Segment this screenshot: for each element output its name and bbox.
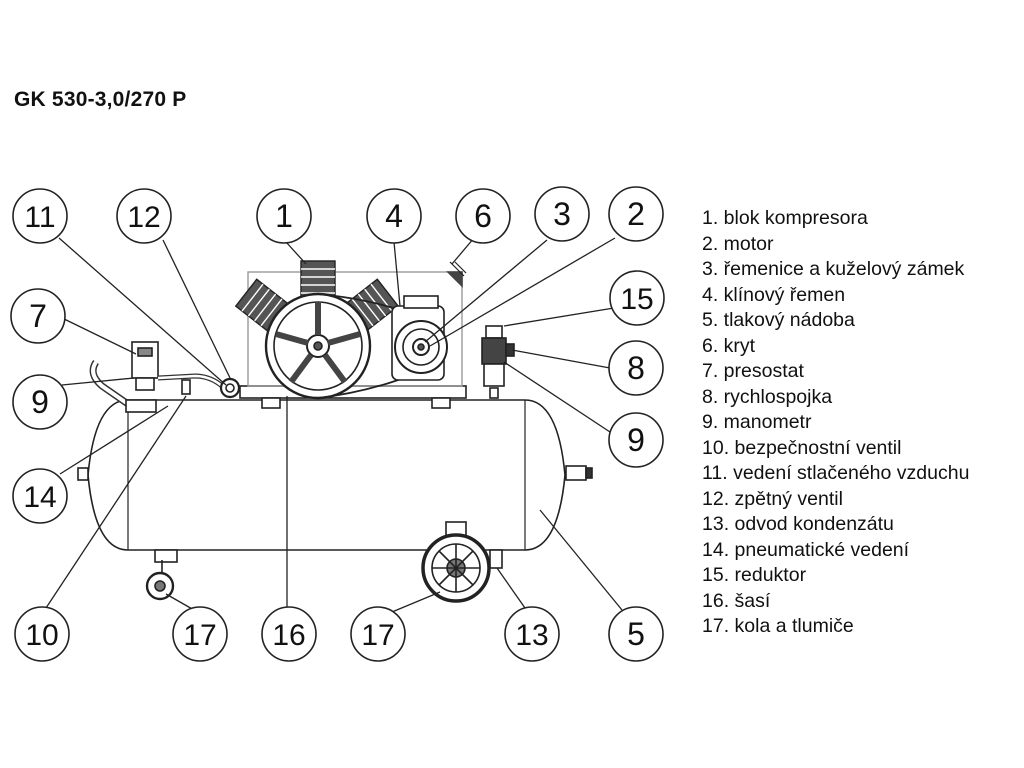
legend-item: 14. pneumatické vedení xyxy=(702,538,910,561)
callout-8: 8 xyxy=(608,340,664,396)
callout-7: 7 xyxy=(10,288,66,344)
callout-number: 15 xyxy=(620,283,653,316)
callout-number: 9 xyxy=(31,384,49,420)
legend-item: 15. reduktor xyxy=(702,564,807,586)
callout-circle xyxy=(366,188,422,244)
parts-legend: 1. blok kompresora 2. motor 3. řemenice a … xyxy=(702,206,969,640)
callout-circle xyxy=(12,468,68,524)
legend-item: 5. tlakový nádoba xyxy=(702,309,855,331)
callout-circle xyxy=(12,188,68,244)
callout-circle xyxy=(455,188,511,244)
callout-number: 10 xyxy=(25,619,58,652)
legend-item: 3. řemenice a kuželový zámek xyxy=(702,258,965,280)
caster-wheel xyxy=(145,560,175,601)
callout-number: 5 xyxy=(627,616,645,652)
callout-12: 12 xyxy=(116,188,172,244)
callout-17: 17 xyxy=(350,606,406,662)
callout-14: 14 xyxy=(12,468,68,524)
callout-circle xyxy=(12,374,68,430)
callout-number: 17 xyxy=(183,619,216,652)
cover-outline xyxy=(247,271,463,387)
callout-circle xyxy=(609,270,665,326)
legend-item: 6. kryt xyxy=(702,334,756,357)
callout-circle xyxy=(116,188,172,244)
electric-motor xyxy=(391,295,448,381)
legend-item: 11. vedení stlačeného vzduchu xyxy=(702,462,970,484)
callout-number: 16 xyxy=(272,619,305,652)
callout-number: 11 xyxy=(24,201,55,234)
callout-number: 14 xyxy=(23,481,56,514)
leader-lines xyxy=(45,237,623,613)
callout-number: 2 xyxy=(627,196,645,232)
large-wheel xyxy=(421,521,491,603)
callout-9: 9 xyxy=(12,374,68,430)
callout-4: 4 xyxy=(366,188,422,244)
callout-circle xyxy=(10,288,66,344)
pressure-reducer xyxy=(481,325,515,399)
callout-number: 7 xyxy=(29,298,47,334)
legend-item: 16. šasí xyxy=(702,589,771,612)
callout-circle xyxy=(608,412,664,468)
callout-9: 9 xyxy=(608,412,664,468)
air-line xyxy=(157,373,241,399)
legend-item: 1. blok kompresora xyxy=(702,207,868,229)
legend-item: 17. kola a tlumiče xyxy=(702,615,854,637)
callout-number: 13 xyxy=(515,619,548,652)
callout-10: 10 xyxy=(14,606,70,662)
callout-5: 5 xyxy=(608,606,664,662)
callout-number: 12 xyxy=(127,201,160,234)
quick-coupling xyxy=(565,465,593,481)
callout-circle xyxy=(350,606,406,662)
callout-17: 17 xyxy=(172,606,228,662)
callout-number: 4 xyxy=(385,198,403,234)
callout-3: 3 xyxy=(534,186,590,242)
callout-circle xyxy=(608,186,664,242)
callout-number: 17 xyxy=(361,619,394,652)
callout-circle xyxy=(261,606,317,662)
callout-circle xyxy=(534,186,590,242)
callout-11: 11 xyxy=(12,188,68,244)
callout-circle xyxy=(504,606,560,662)
compressor-illustration xyxy=(77,260,593,603)
callout-circle xyxy=(172,606,228,662)
pressure-switch xyxy=(89,341,159,413)
callout-16: 16 xyxy=(261,606,317,662)
callout-number: 8 xyxy=(627,350,645,386)
legend-item: 7. presostat xyxy=(702,360,804,382)
callout-6: 6 xyxy=(455,188,511,244)
callout-circle xyxy=(14,606,70,662)
flywheel xyxy=(264,292,372,400)
callout-number: 6 xyxy=(474,198,492,234)
callout-15: 15 xyxy=(609,270,665,326)
callout-number: 3 xyxy=(553,196,571,232)
legend-item: 10. bezpečnostní ventil xyxy=(702,436,902,459)
callout-13: 13 xyxy=(504,606,560,662)
legend-item: 2. motor xyxy=(702,232,774,255)
legend-item: 12. zpětný ventil xyxy=(702,487,843,510)
callout-number: 1 xyxy=(275,198,293,234)
model-title: GK 530-3,0/270 P xyxy=(14,88,187,111)
callout-circle xyxy=(608,340,664,396)
legend-item: 8. rychlospojka xyxy=(702,385,833,408)
callout-circle xyxy=(608,606,664,662)
legend-item: 9. manometr xyxy=(702,411,812,433)
callout-2: 2 xyxy=(608,186,664,242)
callout-1: 1 xyxy=(256,188,312,244)
legend-item: 13. odvod kondenzátu xyxy=(702,513,894,535)
callout-circle xyxy=(256,188,312,244)
legend-item: 4. klínový řemen xyxy=(702,283,846,306)
callout-number: 9 xyxy=(627,422,645,458)
tank-shape xyxy=(77,399,566,551)
